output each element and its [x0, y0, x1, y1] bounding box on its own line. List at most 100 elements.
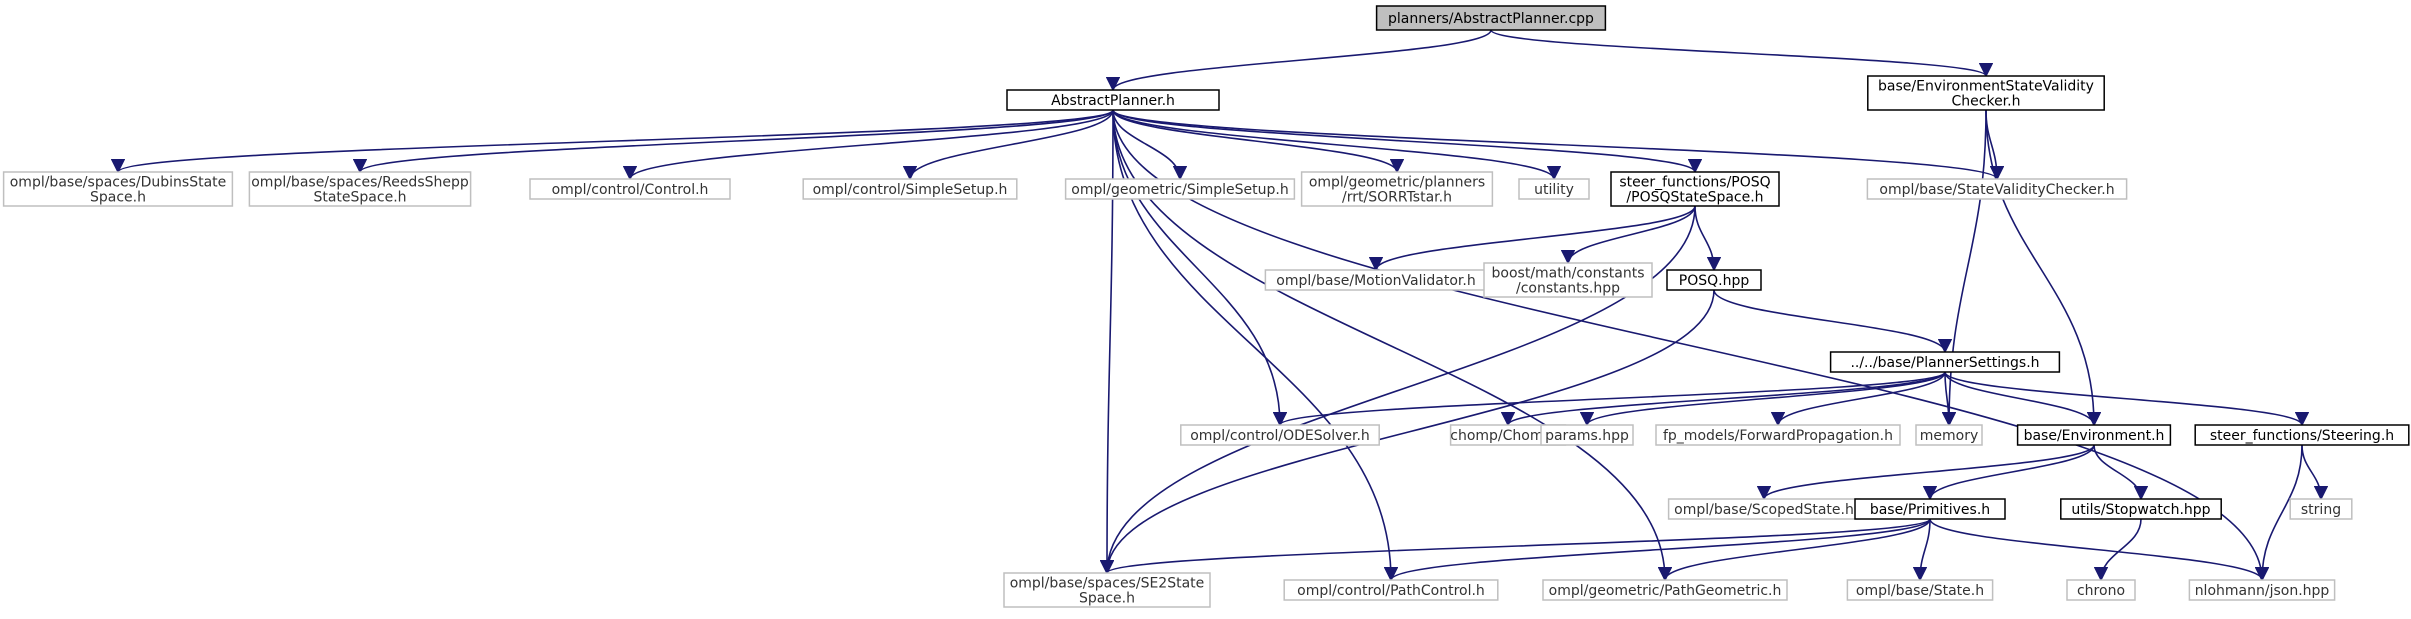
node-label: /constants.hpp [1516, 281, 1620, 297]
node-box [1542, 579, 1788, 601]
node-label: AbstractPlanner.h [1051, 93, 1175, 109]
node-box [1006, 89, 1220, 111]
node-box [2, 171, 234, 207]
node-label: Space.h [90, 190, 146, 206]
node-label: ompl/geometric/SimpleSetup.h [1071, 182, 1288, 198]
node-svc: ompl/base/StateValidityChecker.h [1866, 178, 2128, 200]
edge-prims-to-se2 [1100, 518, 1931, 575]
node-label: memory [1920, 428, 1979, 444]
node-box [529, 178, 731, 200]
node-gsimple: ompl/geometric/SimpleSetup.h [1064, 178, 1296, 200]
edge-psettings-to-steering [1944, 371, 2310, 427]
node-box [1829, 351, 2061, 373]
node-label: ompl/base/spaces/SE2State [1010, 576, 1205, 592]
node-memory: memory [1915, 424, 1983, 446]
node-control: ompl/control/Control.h [529, 178, 731, 200]
node-label: nlohmann/json.hpp [2195, 583, 2330, 599]
edge-abstract-to-control [623, 109, 1114, 181]
node-ode: ompl/control/ODESolver.h [1180, 424, 1380, 446]
node-box [802, 178, 1018, 200]
node-env[interactable]: base/Environment.h [2016, 424, 2172, 446]
edge-prims-to-json [1929, 518, 2270, 582]
edge-abstract-to-csimple [902, 109, 1114, 181]
node-pathctl: ompl/control/PathControl.h [1283, 579, 1499, 601]
node-label: ompl/control/Control.h [552, 182, 709, 198]
node-box [1866, 178, 2128, 200]
edge-abstract-to-ode [1112, 109, 1288, 427]
node-fp: fp_models/ForwardPropagation.h [1655, 424, 1901, 446]
node-label: chrono [2077, 583, 2125, 599]
node-posqss[interactable]: steer_functions/POSQ/POSQStateSpace.h [1610, 171, 1780, 207]
node-psettings[interactable]: ../../base/PlannerSettings.h [1829, 351, 2061, 373]
node-abstract[interactable]: AbstractPlanner.h [1006, 89, 1220, 111]
node-label: StateSpace.h [313, 190, 406, 206]
edge-prims-to-pathgeo [1657, 518, 1931, 582]
node-motion: ompl/base/MotionValidator.h [1264, 269, 1488, 291]
node-label: base/EnvironmentStateValidity [1878, 79, 2094, 95]
edge-psettings-to-env [1944, 371, 2102, 427]
edge-steering-to-string [2301, 444, 2329, 501]
edge-psettings-to-chomp [1501, 371, 1946, 427]
node-box [1003, 572, 1211, 608]
edge-posqss-to-se2 [1099, 205, 1696, 575]
node-box [1300, 171, 1494, 207]
node-label: ompl/control/SimpleSetup.h [813, 182, 1008, 198]
node-string: string [2289, 498, 2353, 520]
node-box [1064, 178, 1296, 200]
node-label: utils/Stopwatch.hpp [2071, 502, 2210, 518]
edge-psettings-to-memory [1941, 371, 1957, 427]
node-root[interactable]: planners/AbstractPlanner.cpp [1375, 5, 1607, 31]
node-label: ../../base/PlannerSettings.h [1850, 355, 2039, 371]
node-posq[interactable]: POSQ.hpp [1666, 269, 1762, 291]
node-label: chomp/Chomp.h [1450, 428, 1565, 444]
node-label: ompl/geometric/PathGeometric.h [1549, 583, 1782, 599]
edge-posqss-to-boost [1560, 205, 1696, 265]
node-box [2194, 424, 2410, 446]
node-box [1854, 498, 2006, 520]
edge-abstract-to-sorrt [1112, 109, 1405, 174]
node-box [1867, 75, 2105, 111]
edge-abstract-to-gsimple [1112, 109, 1188, 181]
node-box [1666, 269, 1762, 291]
node-label: planners/AbstractPlanner.cpp [1388, 11, 1594, 27]
node-label: ompl/base/ScopedState.h [1674, 502, 1854, 518]
node-label: ompl/base/StateValidityChecker.h [1879, 182, 2114, 198]
edge-prims-to-state [1912, 518, 1931, 582]
node-box [248, 171, 472, 207]
edge-env-to-prims [1922, 444, 2095, 501]
edge-prims-to-pathctl [1384, 518, 1931, 582]
node-label: /POSQStateSpace.h [1626, 190, 1763, 206]
node-stopwatch[interactable]: utils/Stopwatch.hpp [2060, 498, 2222, 520]
node-label: base/Environment.h [2024, 428, 2165, 444]
node-label: POSQ.hpp [1679, 273, 1750, 289]
node-state: ompl/base/State.h [1846, 579, 1994, 601]
edge-abstract-to-posqss [1112, 109, 1702, 174]
node-box [1610, 171, 1780, 207]
node-label: params.hpp [1545, 428, 1629, 444]
node-label: boost/math/constants [1492, 266, 1645, 282]
edge-posqss-to-posq [1694, 205, 1722, 272]
edge-psettings-to-ode [1273, 371, 1946, 427]
node-label: ompl/base/State.h [1856, 583, 1984, 599]
node-scoped: ompl/base/ScopedState.h [1667, 498, 1861, 520]
edge-posq-to-se2 [1099, 289, 1715, 575]
node-label: ompl/control/PathControl.h [1297, 583, 1485, 599]
node-label: string [2301, 502, 2341, 518]
nodes-layer: planners/AbstractPlanner.cppAbstractPlan… [2, 5, 2410, 608]
node-label: utility [1534, 182, 1574, 198]
node-box [2289, 498, 2353, 520]
node-box [1283, 579, 1499, 601]
node-box [1483, 262, 1653, 298]
edge-posq-to-psettings [1713, 289, 1953, 354]
node-label: base/Primitives.h [1870, 502, 1990, 518]
node-prims[interactable]: base/Primitives.h [1854, 498, 2006, 520]
edge-abstract-to-svc [1112, 109, 2004, 181]
edge-psettings-to-fp [1770, 371, 1946, 427]
node-box [1375, 5, 1607, 31]
node-label: ompl/base/spaces/ReedsShepp [251, 175, 469, 191]
node-steering[interactable]: steer_functions/Steering.h [2194, 424, 2410, 446]
node-box [2060, 498, 2222, 520]
edge-posqss-to-motion [1368, 205, 1696, 272]
